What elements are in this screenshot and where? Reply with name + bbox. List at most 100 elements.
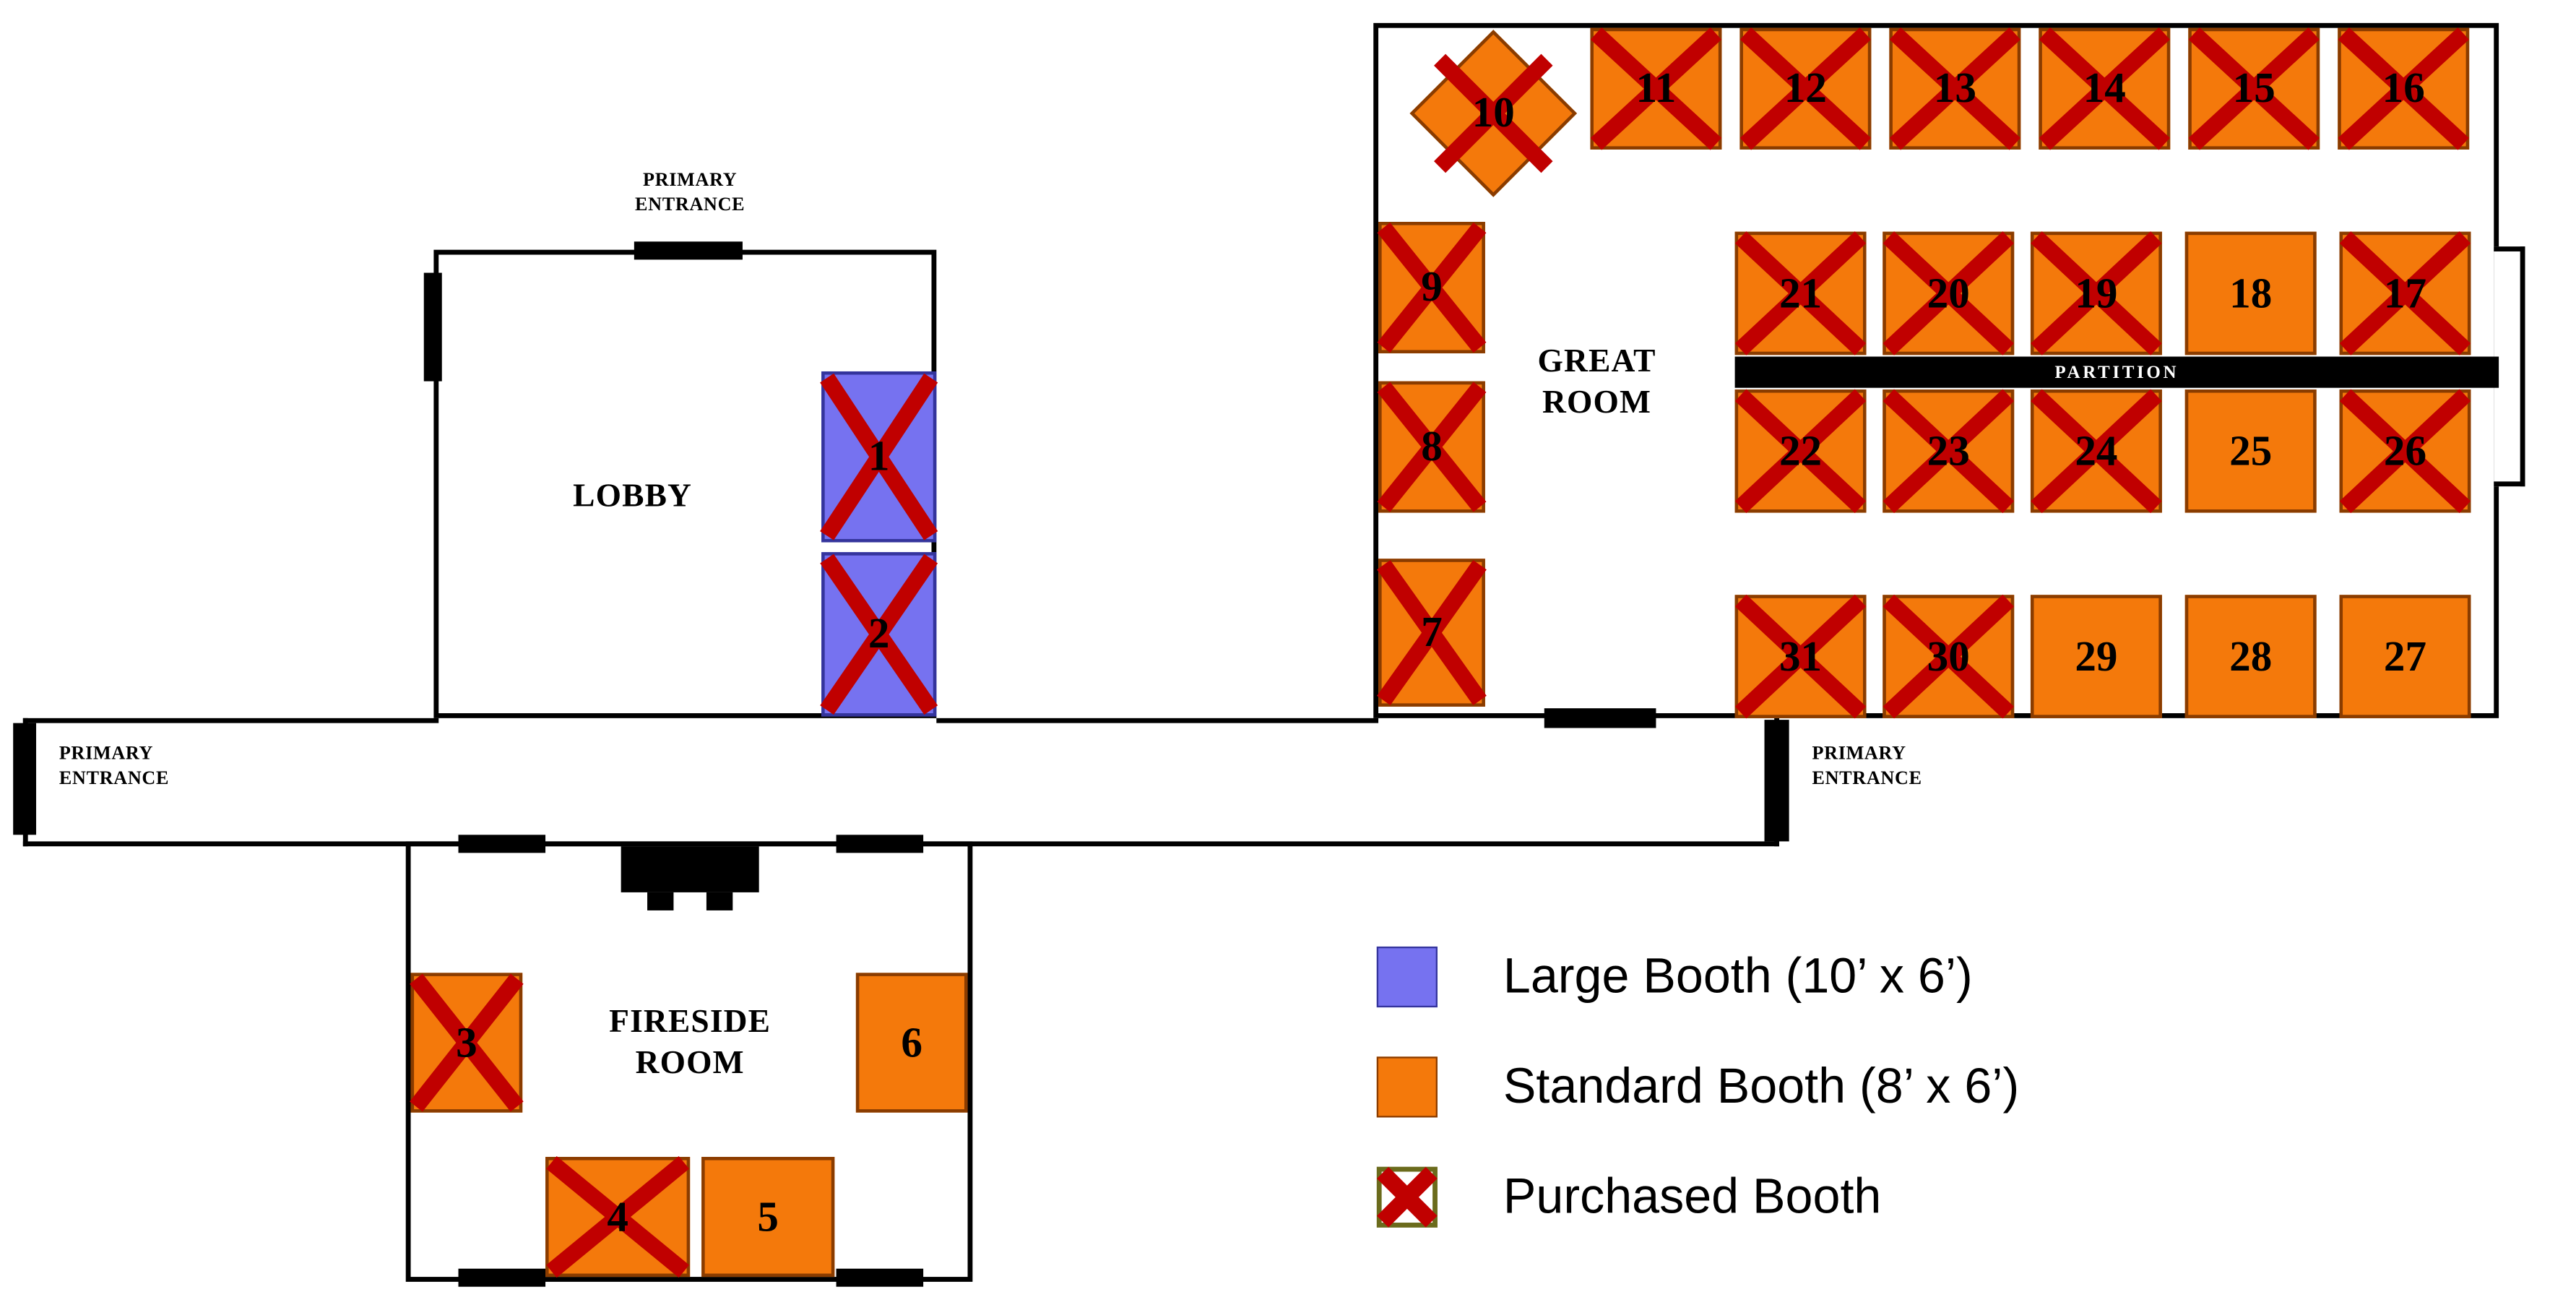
legend-row-standard-booth: Standard Booth (8’ x 6’)	[1376, 1056, 2020, 1118]
booth-3[interactable]: 3	[410, 973, 523, 1113]
legend-label-standard: Standard Booth (8’ x 6’)	[1503, 1059, 2020, 1114]
booth-28[interactable]: 28	[2184, 595, 2317, 718]
booth-31[interactable]: 31	[1734, 595, 1867, 718]
purchased-booth-swatch-icon	[1376, 1166, 1438, 1228]
purchased-x-icon	[1886, 393, 2011, 509]
booth-number: 20	[1927, 268, 1970, 316]
lobby-label: LOBBY	[573, 478, 693, 514]
purchased-x-icon	[2343, 393, 2468, 509]
purchased-x-icon	[1738, 598, 1863, 715]
fireside-top-door-bar-left	[458, 835, 546, 853]
purchased-x-icon	[1886, 598, 2011, 715]
booth-7[interactable]: 7	[1378, 559, 1485, 707]
booth-25[interactable]: 25	[2184, 389, 2317, 513]
booth-11[interactable]: 11	[1590, 27, 1722, 150]
booth-number: 29	[2075, 632, 2118, 680]
booth-21[interactable]: 21	[1734, 231, 1867, 356]
booth-1[interactable]: 1	[821, 371, 937, 543]
booth-27[interactable]: 27	[2339, 595, 2471, 718]
purchased-x-icon	[825, 556, 933, 713]
booth-number: 23	[1927, 426, 1970, 475]
purchased-x-icon	[2343, 235, 2468, 351]
legend-row-purchased-booth: Purchased Booth	[1376, 1166, 2019, 1228]
purchased-x-icon	[1738, 393, 1863, 509]
fireplace-foot-right	[706, 892, 733, 910]
booth-17[interactable]: 17	[2339, 231, 2471, 356]
purchased-x-icon	[1438, 58, 1550, 170]
booth-number: 9	[1421, 262, 1443, 311]
fireplace-icon	[621, 846, 759, 892]
booth-9[interactable]: 9	[1378, 222, 1485, 353]
booth-number: 2	[868, 609, 890, 658]
corridor-right-entrance-bar	[1764, 720, 1789, 842]
booth-number: 10	[1471, 88, 1515, 137]
booth-8[interactable]: 8	[1378, 381, 1485, 513]
legend-label-purchased: Purchased Booth	[1503, 1169, 1882, 1224]
booth-14[interactable]: 14	[2039, 27, 2171, 150]
booth-number: 24	[2075, 426, 2118, 475]
primary-entrance-label-left: PRIMARY ENTRANCE	[59, 744, 170, 789]
booth-number: 19	[2075, 268, 2118, 316]
booth-number: 31	[1778, 632, 1823, 680]
booth-number: 8	[1421, 422, 1443, 470]
purchased-x-icon	[1594, 31, 1719, 146]
primary-entrance-label-right: PRIMARY ENTRANCE	[1812, 744, 1922, 789]
purchased-x-icon	[549, 1160, 687, 1274]
primary-entrance-label-top: PRIMARY ENTRANCE	[635, 171, 745, 215]
purchased-x-icon	[825, 375, 933, 539]
booth-5[interactable]: 5	[701, 1157, 835, 1278]
purchased-x-icon	[1743, 31, 1868, 146]
purchased-x-icon	[1382, 384, 1482, 509]
fireside-bottom-door-bar-left	[458, 1268, 546, 1287]
booth-18[interactable]: 18	[2184, 231, 2317, 356]
booth-13[interactable]: 13	[1889, 27, 2021, 150]
booth-10[interactable]: 10	[1409, 30, 1578, 197]
great-room-label: GREAT ROOM	[1537, 343, 1656, 421]
fireplace-foot-left	[647, 892, 674, 910]
purchased-x-icon	[2033, 393, 2158, 509]
booth-15[interactable]: 15	[2188, 27, 2320, 150]
corridor-top-wall-mid	[936, 718, 1379, 723]
booth-number: 30	[1927, 632, 1970, 680]
booth-19[interactable]: 19	[2030, 231, 2162, 356]
booth-2[interactable]: 2	[821, 552, 937, 717]
booth-16[interactable]: 16	[2338, 27, 2470, 150]
great-room-right-bay	[2494, 246, 2525, 487]
booth-4[interactable]: 4	[545, 1157, 691, 1278]
booth-number: 26	[2383, 426, 2427, 475]
booth-22[interactable]: 22	[1734, 389, 1867, 513]
legend-row-large-booth: Large Booth (10’ x 6’)	[1376, 946, 2019, 1008]
legend: Large Booth (10’ x 6’) Standard Booth (8…	[1376, 946, 2020, 1228]
fireside-top-door-bar-right	[836, 835, 924, 853]
booth-number: 3	[456, 1017, 477, 1066]
booth-30[interactable]: 30	[1883, 595, 2015, 718]
booth-number: 12	[1784, 64, 1827, 112]
purchased-x-icon	[1382, 1172, 1433, 1223]
booth-6[interactable]: 6	[855, 973, 968, 1113]
purchased-x-icon	[414, 976, 519, 1109]
booth-number: 11	[1635, 64, 1677, 112]
purchased-x-icon	[1893, 31, 2018, 146]
booth-number: 17	[2383, 268, 2427, 316]
booth-number: 27	[2383, 632, 2427, 680]
partition-label: PARTITION	[2054, 362, 2179, 382]
partition-bar: PARTITION	[1734, 356, 2499, 388]
lobby-top-door-bar	[634, 241, 743, 260]
purchased-x-icon	[1382, 225, 1482, 350]
standard-booth-swatch-icon	[1376, 1056, 1438, 1118]
booth-29[interactable]: 29	[2030, 595, 2162, 718]
booth-number: 16	[2382, 64, 2425, 112]
booth-20[interactable]: 20	[1883, 231, 2015, 356]
purchased-x-icon	[1886, 235, 2011, 351]
booth-23[interactable]: 23	[1883, 389, 2015, 513]
purchased-x-icon	[1738, 235, 1863, 351]
booth-12[interactable]: 12	[1739, 27, 1872, 150]
legend-label-large: Large Booth (10’ x 6’)	[1503, 949, 1973, 1004]
booth-number: 14	[2083, 64, 2126, 112]
booth-number: 6	[901, 1017, 922, 1066]
booth-26[interactable]: 26	[2339, 389, 2471, 513]
booth-number: 7	[1421, 608, 1443, 656]
booth-24[interactable]: 24	[2030, 389, 2162, 513]
purchased-x-icon	[2341, 31, 2466, 146]
booth-number: 25	[2229, 426, 2273, 475]
